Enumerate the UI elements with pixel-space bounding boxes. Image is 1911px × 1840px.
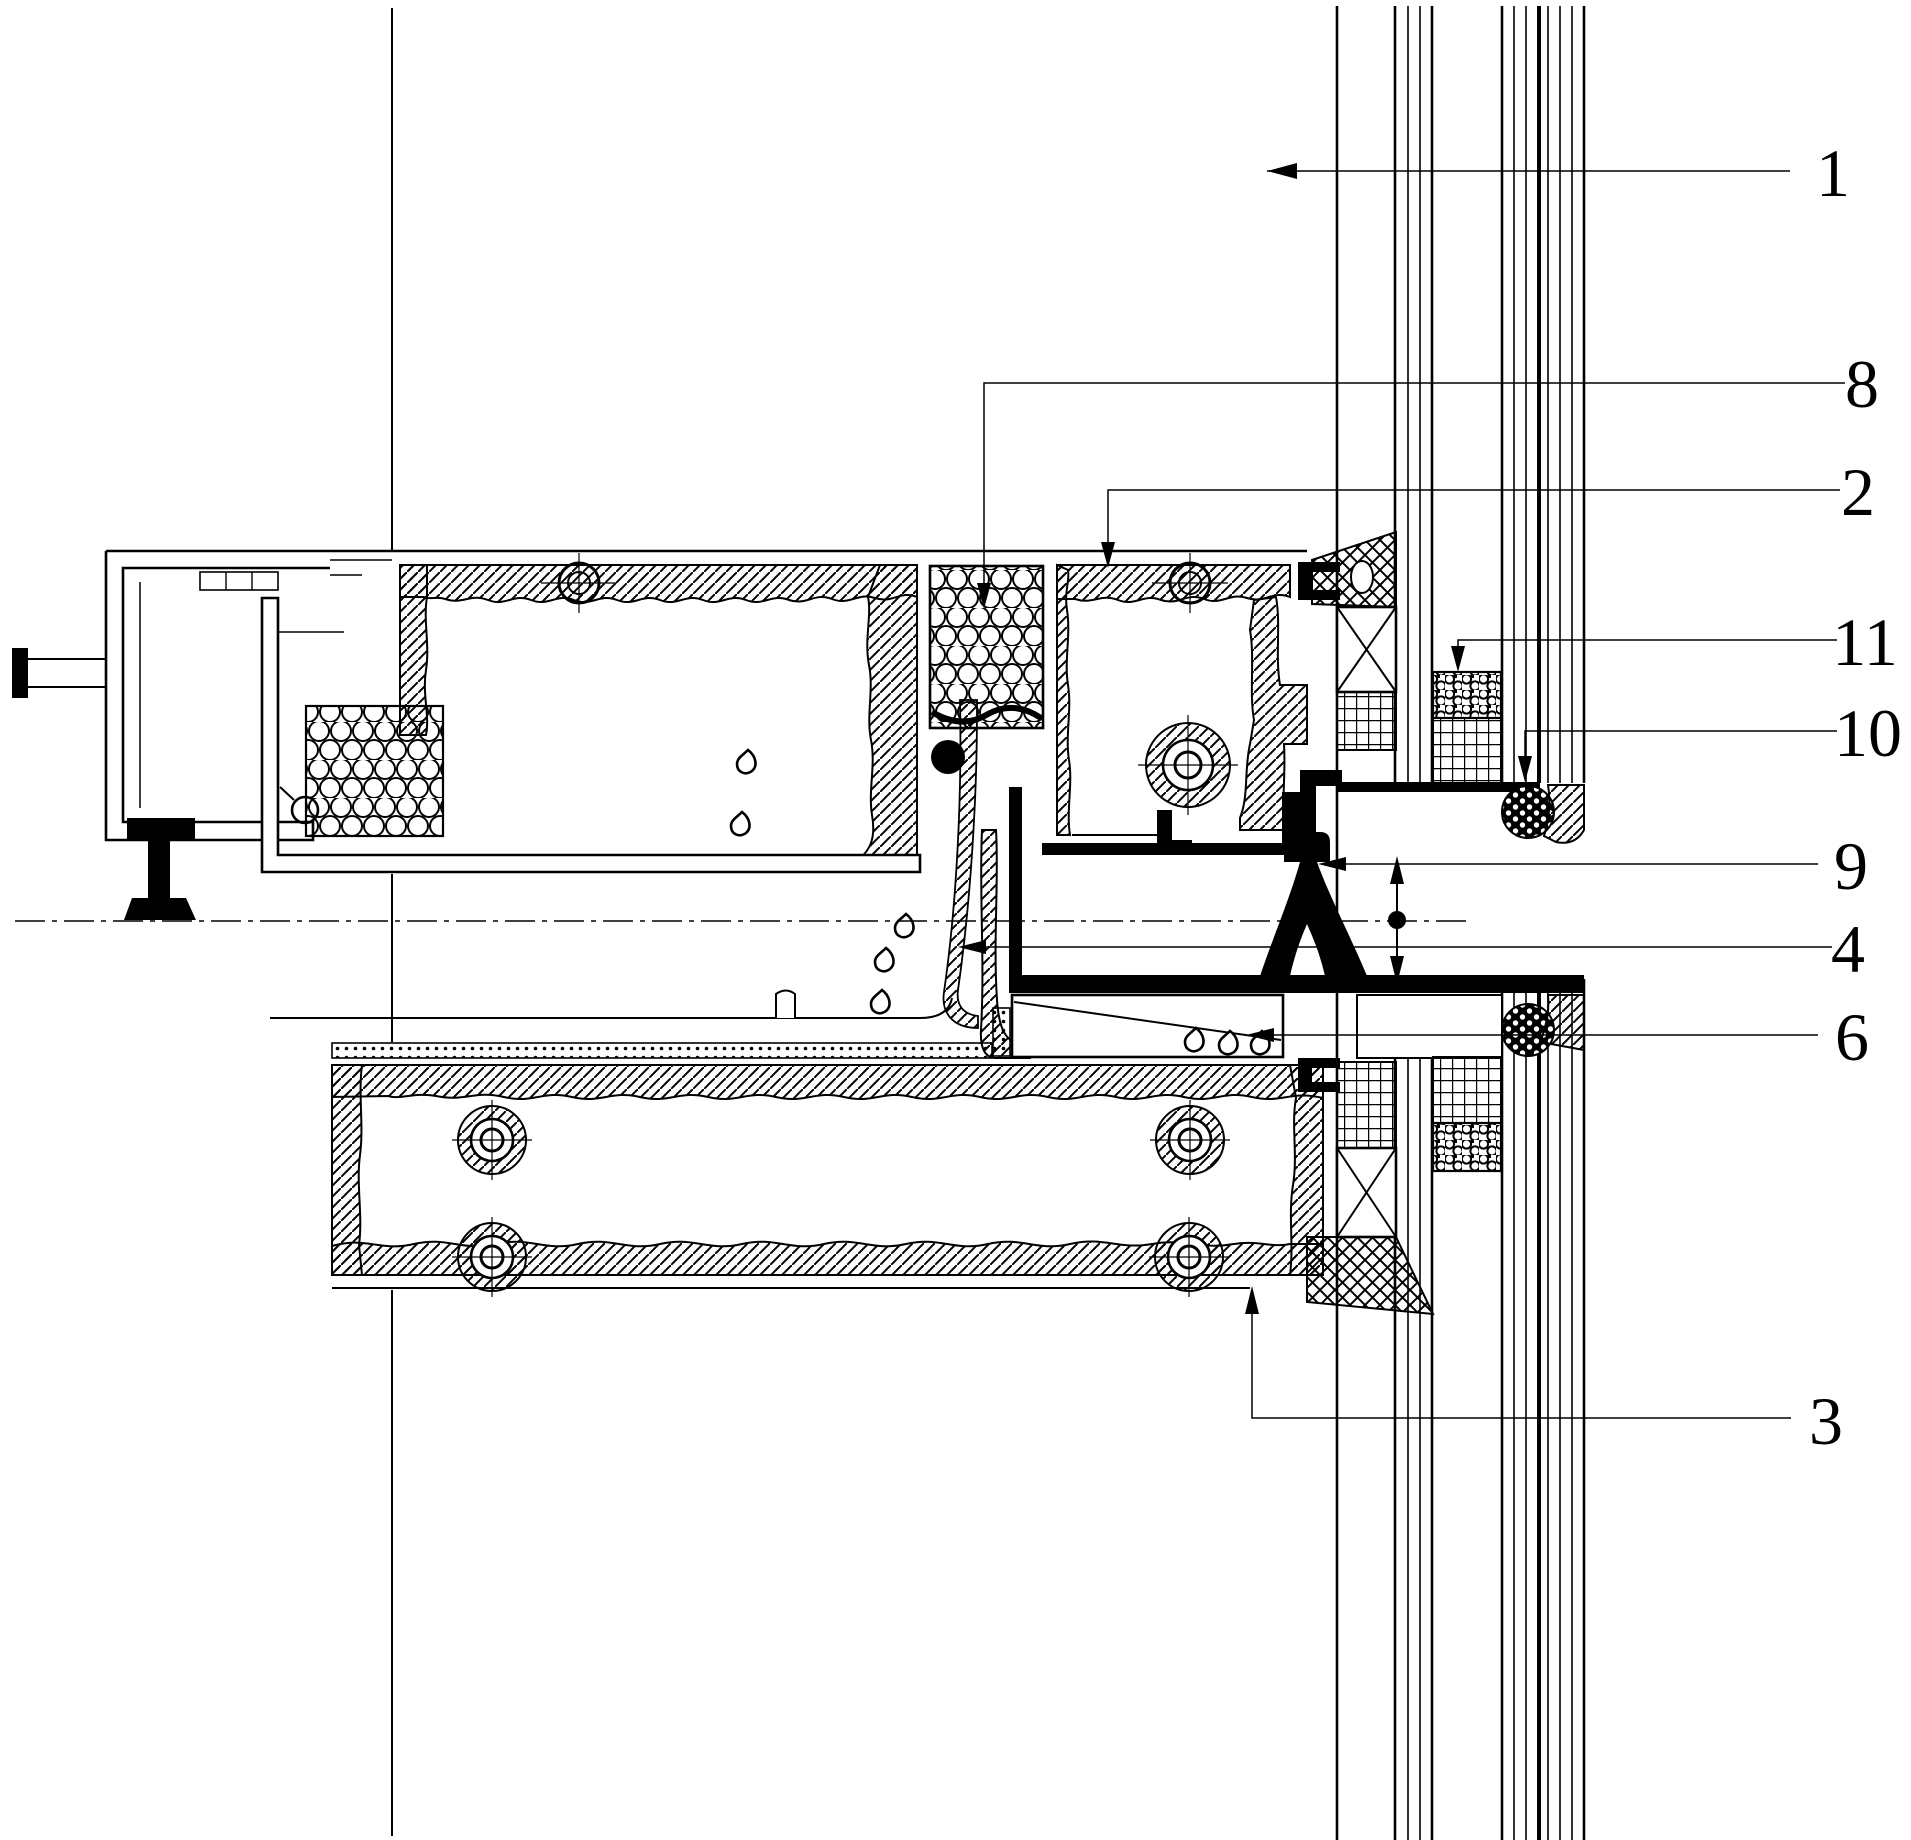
callout-4: 4 — [958, 911, 1865, 987]
flashing-rib — [775, 989, 796, 1018]
screw-boss — [452, 1100, 532, 1180]
anchor-arm — [12, 648, 106, 698]
pane-top-pocket — [1356, 994, 1503, 1059]
lower-screw-channel — [1138, 715, 1238, 815]
top-band — [399, 564, 918, 603]
arrow-left-icon — [958, 940, 986, 954]
arrow-up-icon — [1245, 1286, 1259, 1314]
insulation-spacer-box — [1335, 605, 1398, 694]
callout-label-2: 2 — [1841, 454, 1875, 530]
baffle-plate — [942, 699, 979, 1029]
lower-glazing-stack — [1298, 994, 1585, 1316]
left-wall — [1056, 563, 1072, 836]
callouts: 1 8 2 11 10 9 — [958, 135, 1902, 1459]
drainage-adapter — [992, 993, 1285, 1059]
callout-1: 1 — [1267, 135, 1850, 211]
seat-gasket-band — [331, 1042, 993, 1059]
dim-dot — [1388, 911, 1406, 929]
callout-label-3: 3 — [1809, 1383, 1843, 1459]
top-band — [331, 1064, 1324, 1101]
arrow-left-icon — [1318, 857, 1346, 871]
left-wall — [331, 1064, 364, 1276]
dim-arrow-down — [1390, 956, 1404, 984]
callout-8: 8 — [977, 346, 1879, 609]
foam-strip — [992, 1007, 1011, 1057]
callout-3: 3 — [1245, 1286, 1843, 1459]
screw-boss — [1152, 553, 1228, 613]
igu-spacer — [1431, 1121, 1503, 1173]
arrow-down-icon — [1101, 542, 1115, 568]
weather-seal — [1538, 994, 1585, 1052]
anchor-clip — [124, 818, 196, 920]
igu-edge-grid — [1432, 1056, 1502, 1124]
backer-grid — [1336, 691, 1397, 751]
callout-label-10: 10 — [1834, 695, 1902, 771]
top-transom-profile — [399, 553, 918, 873]
callout-label-8: 8 — [1845, 346, 1879, 422]
arrow-down-icon — [1518, 756, 1532, 782]
callout-11: 11 — [1451, 604, 1898, 680]
screw-boss — [541, 553, 617, 613]
callout-label-6: 6 — [1835, 999, 1869, 1075]
gasket-dot — [931, 740, 965, 774]
dim-arrow-up — [1390, 856, 1404, 884]
arrow-left-icon — [1267, 163, 1297, 179]
callout-label-1: 1 — [1816, 135, 1850, 211]
screw-boss — [1150, 1100, 1230, 1180]
bottom-hook — [1157, 810, 1192, 852]
callout-label-11: 11 — [1832, 604, 1897, 680]
upper-frame-profile — [1056, 553, 1308, 852]
callout-6: 6 — [1246, 999, 1869, 1075]
upper-glazing-stack — [1298, 530, 1585, 844]
gutter-insulation-block — [304, 704, 445, 838]
igu-spacer — [1431, 670, 1503, 720]
backer-grid — [1336, 1061, 1397, 1149]
joint-dimension — [1388, 856, 1406, 984]
right-wall — [1239, 595, 1308, 831]
callout-2: 2 — [1101, 454, 1875, 568]
screw-boss — [1149, 1217, 1229, 1297]
bottom-transom-profile — [331, 1042, 1324, 1297]
igu-edge-grid — [1432, 717, 1502, 788]
glazing-tape-wedge — [1306, 1236, 1435, 1316]
screw-boss — [452, 1217, 532, 1297]
insulation-spacer-box — [1335, 1146, 1398, 1239]
pressure-plate-lines — [1009, 770, 1584, 993]
weather-seal — [1542, 784, 1585, 844]
callout-label-4: 4 — [1831, 911, 1865, 987]
arrow-down-icon — [1451, 646, 1465, 672]
pane-bottom-band — [1337, 782, 1540, 792]
callout-10: 10 — [1518, 695, 1902, 782]
right-wall — [859, 564, 918, 873]
arrow-left-icon — [1246, 1028, 1274, 1042]
arrow-down-icon — [977, 583, 991, 609]
callout-9: 9 — [1318, 828, 1868, 904]
callout-label-9: 9 — [1834, 828, 1868, 904]
